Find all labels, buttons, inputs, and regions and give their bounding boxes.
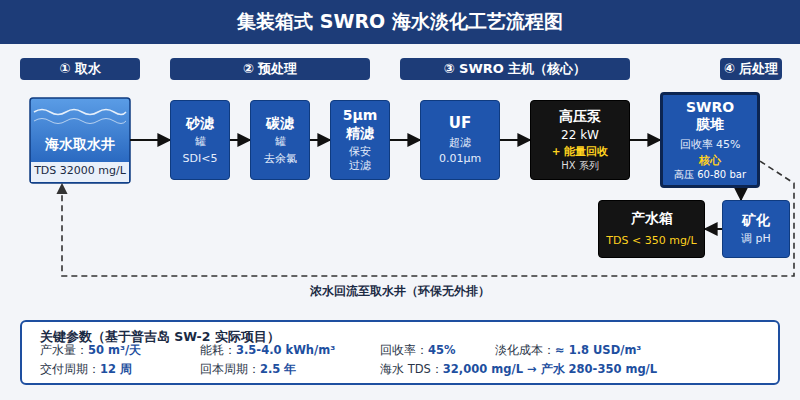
parameter-value: 12 周 xyxy=(100,362,132,376)
parameter-key: 交付周期： xyxy=(40,362,100,376)
core-box: SWRO 膜堆回收率 45% 核心高压 60-80 bar xyxy=(660,92,760,188)
parameter-key: 能耗： xyxy=(200,343,236,357)
parameter-key: 海水 TDS： xyxy=(380,362,443,376)
node-detail: 回收率 45% xyxy=(680,138,741,152)
node-detail: 0.01μm xyxy=(439,152,481,166)
node-detail: 罐 xyxy=(275,135,286,149)
well-strip xyxy=(31,162,129,182)
node-detail: HX 系列 xyxy=(561,160,599,173)
stage-header: ② 预处理 xyxy=(170,58,370,80)
node-title: 关键参数（基于普吉岛 SW-2 实际项目） xyxy=(40,329,280,345)
stage-header: ③ SWRO 主机（核心） xyxy=(400,58,630,80)
parameter-row: 产水量：50 m³/天 xyxy=(40,343,141,358)
node-detail: 保安 过滤 xyxy=(347,145,373,173)
parameter-key: 产水量： xyxy=(40,343,88,357)
node-detail: 高压 60-80 bar xyxy=(674,169,746,182)
parameter-row: 回收率：45% xyxy=(380,343,456,358)
parameter-value: 32,000 mg/L → 产水 280-350 mg/L xyxy=(443,362,657,376)
node-title: ④ 后处理 xyxy=(724,61,779,77)
parameter-value: 50 m³/天 xyxy=(88,343,141,357)
process-box: UF 超滤 0.01μm xyxy=(420,100,500,180)
parameter-value: 3.5-4.0 kWh/m³ xyxy=(236,343,335,357)
flow-arrow xyxy=(705,228,722,230)
node-detail: 核心 xyxy=(699,154,721,167)
node-detail: 超滤 xyxy=(449,136,471,150)
node-detail: TDS < 350 mg/L xyxy=(606,234,696,248)
wave xyxy=(34,119,126,124)
flow-arrow xyxy=(500,139,530,141)
node-detail: 罐 xyxy=(195,135,206,149)
equipment-box: 产水箱 TDS < 350 mg/L xyxy=(598,200,705,258)
wave xyxy=(34,110,126,115)
parameter-key: 回本周期： xyxy=(200,362,260,376)
stage-header: ④ 后处理 xyxy=(720,58,782,80)
equipment-box: 高压泵 22 kW + 能量回收 HX 系列 xyxy=(530,100,630,180)
flow-arrow xyxy=(390,139,420,141)
process-box: 砂滤罐 SDI<5 xyxy=(170,100,230,180)
node-title: 海水取水井 xyxy=(45,136,115,154)
process-box: 矿化调 pH xyxy=(722,200,790,258)
well-body xyxy=(30,98,130,183)
node-title: UF xyxy=(449,114,471,133)
flow-arrow xyxy=(630,139,660,141)
flow-arrow xyxy=(740,188,742,200)
node-detail: 调 pH xyxy=(741,232,771,246)
node-detail: 22 kW xyxy=(561,128,599,143)
node-detail: + 能量回收 xyxy=(552,145,608,158)
diagram-title: 集装箱式 SWRO 海水淡化工艺流程图 xyxy=(237,9,563,35)
parameter-key: 回收率： xyxy=(380,343,428,357)
parameter-row: 海水 TDS：32,000 mg/L → 产水 280-350 mg/L xyxy=(380,362,657,377)
node-detail: TDS 32000 mg/L xyxy=(34,161,126,181)
edge-label: 浓水回流至取水井（环保无外排） xyxy=(306,284,494,299)
node-detail: SDI<5 xyxy=(183,152,218,166)
node-title: SWRO 膜堆 xyxy=(680,99,740,134)
parameter-row: 能耗：3.5-4.0 kWh/m³ xyxy=(200,343,335,358)
parameter-value: ≈ 1.8 USD/m³ xyxy=(555,343,641,357)
intake-well: 海水取水井 TDS 32000 mg/L xyxy=(30,98,130,183)
node-title: 碳滤 xyxy=(266,115,294,133)
node-title: ② 预处理 xyxy=(243,61,298,77)
parameter-row: 回本周期：2.5 年 xyxy=(200,362,296,377)
title-bar: 集装箱式 SWRO 海水淡化工艺流程图 xyxy=(0,0,800,44)
process-box: 碳滤罐去余氯 xyxy=(250,100,310,180)
parameter-value: 45% xyxy=(428,343,456,357)
parameter-key: 淡化成本： xyxy=(495,343,555,357)
parameter-row: 交付周期：12 周 xyxy=(40,362,132,377)
process-box: 5μm 精滤保安 过滤 xyxy=(330,100,390,180)
flow-arrow xyxy=(230,139,250,141)
node-detail: 去余氯 xyxy=(264,152,297,166)
node-title: ③ SWRO 主机（核心） xyxy=(444,61,587,77)
parameter-row: 淡化成本：≈ 1.8 USD/m³ xyxy=(495,343,641,358)
node-title: ① 取水 xyxy=(59,61,101,77)
parameter-value: 2.5 年 xyxy=(260,362,296,376)
node-title: 矿化 xyxy=(742,212,770,230)
flow-arrow xyxy=(130,139,170,141)
node-title: 砂滤 xyxy=(186,115,214,133)
node-title: 高压泵 xyxy=(559,108,601,126)
node-title: 5μm 精滤 xyxy=(338,107,382,142)
flow-arrow xyxy=(310,139,330,141)
node-title: 产水箱 xyxy=(631,210,673,228)
stage-header: ① 取水 xyxy=(20,58,140,80)
